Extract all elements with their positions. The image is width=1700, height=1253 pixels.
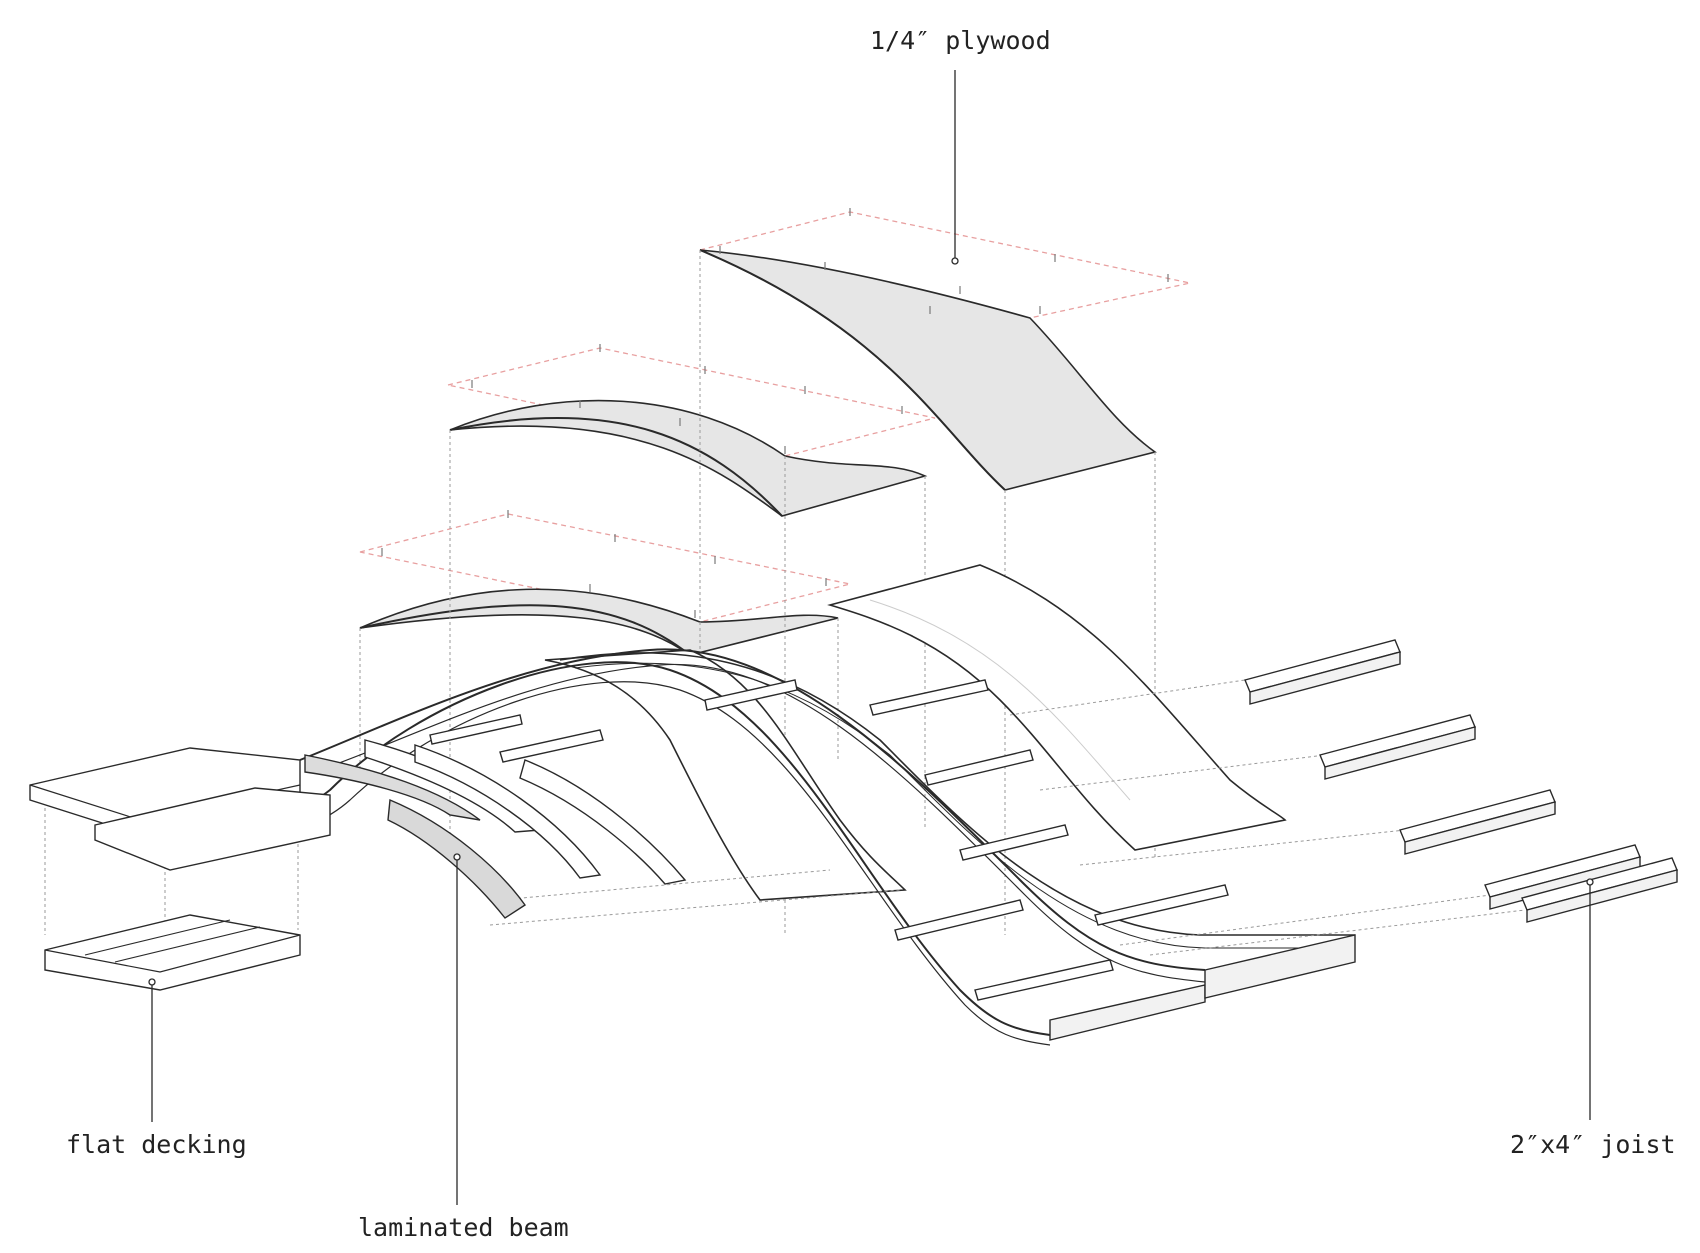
plywood-panel-top [699,211,1191,491]
curved-sheet-middle [544,649,907,901]
frame-bottom-boards [1049,934,1356,1041]
callout-plywood: 1/4″ plywood [870,26,1051,55]
callout-flat-decking: flat decking [66,1130,247,1159]
callout-anchors [148,257,1594,986]
callout-joist: 2″x4″ joist [1510,1130,1676,1159]
exploded-joists [1244,639,1678,923]
laminated-beams [304,739,687,919]
plywood-panel-lower [359,513,851,656]
plywood-panel-middle [447,347,936,517]
joist-projection-lines [489,679,1526,956]
cross-joists [429,679,1229,1001]
callout-laminated-beam: laminated beam [358,1213,569,1242]
callout-leaders [151,70,1591,1205]
flat-decking [29,747,331,991]
fastener-markers [381,208,1169,618]
